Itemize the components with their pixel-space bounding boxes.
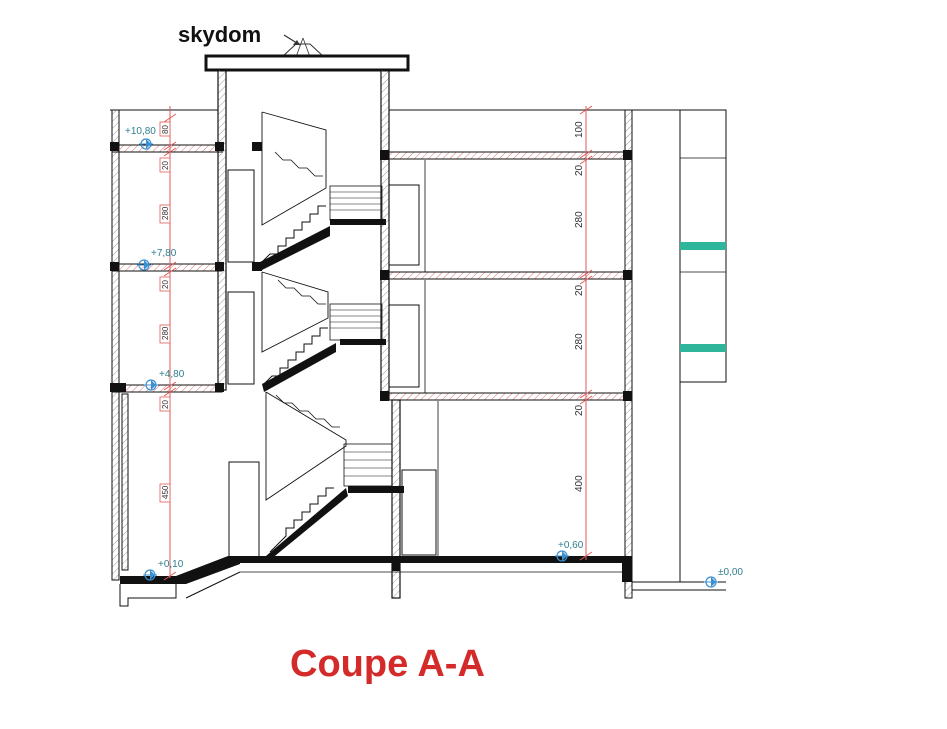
- svg-text:280: 280: [574, 211, 585, 228]
- svg-text:20: 20: [161, 161, 170, 170]
- glazing-band-lower: [680, 344, 726, 352]
- level-marker-street: ±0,00: [704, 567, 743, 588]
- section-caption: Coupe A-A: [290, 643, 485, 685]
- svg-text:450: 450: [161, 485, 170, 499]
- svg-text:20: 20: [574, 164, 585, 176]
- svg-text:±0,00: ±0,00: [718, 567, 743, 578]
- right-wing: [380, 109, 727, 599]
- svg-text:20: 20: [574, 284, 585, 296]
- left-wing: [110, 109, 262, 581]
- level-marker-first: +4,80: [144, 369, 185, 391]
- svg-text:+10,80: +10,80: [125, 126, 156, 137]
- svg-text:280: 280: [574, 333, 585, 350]
- svg-text:20: 20: [161, 400, 170, 409]
- ground-slab: [119, 556, 726, 607]
- level-marker-ground-right: +0,60: [555, 540, 584, 562]
- svg-text:280: 280: [161, 326, 170, 340]
- svg-text:+0,10: +0,10: [158, 559, 184, 570]
- stair-core: [217, 69, 401, 599]
- svg-text:280: 280: [161, 206, 170, 220]
- level-target-icon: [555, 550, 569, 562]
- level-marker-ground-left: +0,10: [143, 559, 184, 581]
- svg-text:+7,80: +7,80: [151, 248, 177, 259]
- stair-flights: [260, 111, 404, 560]
- level-target-icon: [139, 138, 153, 150]
- level-target-icon: [137, 259, 151, 271]
- stair-doors: [227, 169, 260, 559]
- glazing-band-upper: [680, 242, 726, 250]
- level-marker-second: +7,80: [137, 248, 177, 271]
- level-target-icon: [704, 576, 718, 588]
- svg-text:80: 80: [161, 125, 170, 134]
- svg-text:400: 400: [574, 475, 585, 492]
- roof-slab-stair: [204, 54, 410, 72]
- svg-text:100: 100: [574, 121, 585, 138]
- svg-text:20: 20: [161, 280, 170, 289]
- svg-text:20: 20: [574, 404, 585, 416]
- level-target-icon: [143, 569, 157, 581]
- skylight-label: skydom: [178, 22, 261, 47]
- level-target-icon: [144, 379, 158, 391]
- svg-text:+0,60: +0,60: [558, 540, 584, 551]
- dimension-chain-left: 80 20 280 20 280 20 450: [159, 106, 177, 581]
- skylight-dome-icon: [281, 34, 325, 58]
- dimension-chain-right: 100 20 280 20 280 20 400: [574, 105, 593, 561]
- svg-text:+4,80: +4,80: [159, 369, 185, 380]
- level-marker-roof: +10,80: [125, 126, 156, 150]
